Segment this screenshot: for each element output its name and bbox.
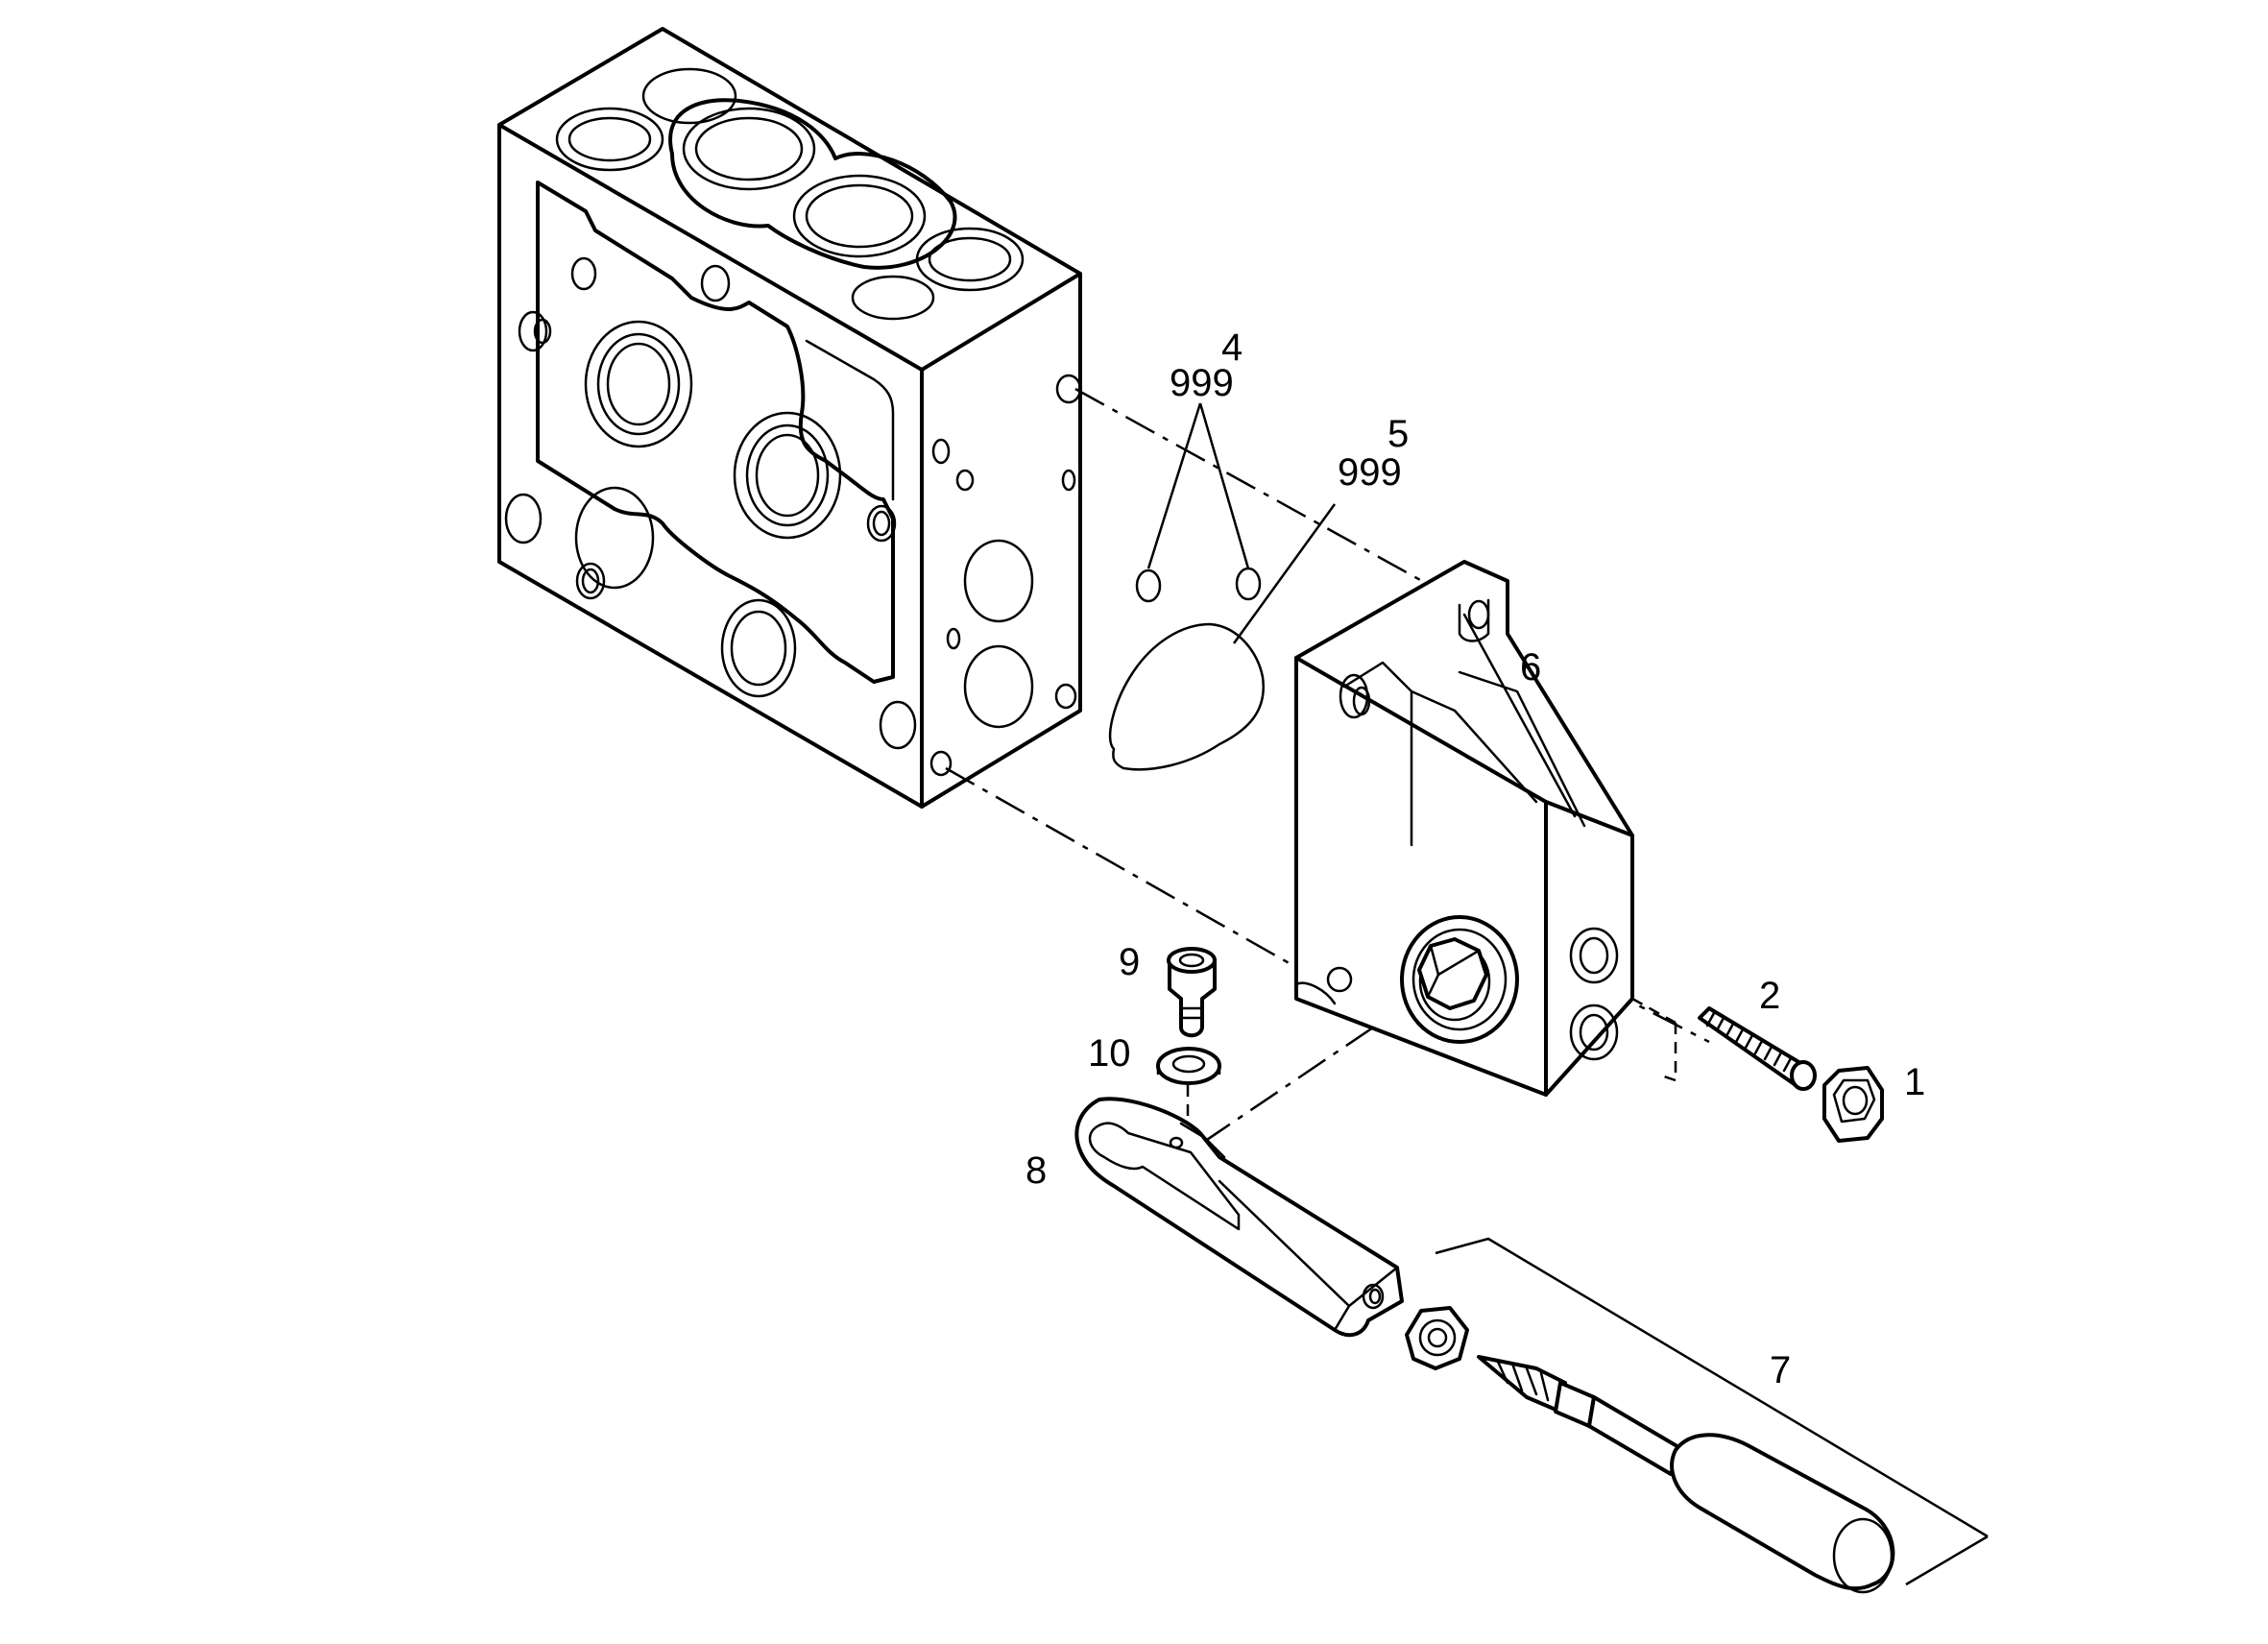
valve-block bbox=[497, 27, 1082, 809]
label-part-6: 6 bbox=[1520, 646, 1541, 689]
gasket bbox=[1108, 622, 1266, 771]
threaded-stud bbox=[1698, 1006, 1817, 1091]
washer bbox=[1156, 1047, 1221, 1085]
label-part-4-sub: 999 bbox=[1170, 362, 1234, 404]
label-part-9: 9 bbox=[1119, 941, 1140, 983]
label-part-4: 4 bbox=[1221, 326, 1243, 369]
label-part-5: 5 bbox=[1387, 413, 1409, 455]
lever-handle bbox=[1477, 1355, 1895, 1594]
label-part-1: 1 bbox=[1904, 1061, 1925, 1103]
cap-screw bbox=[1167, 947, 1217, 1038]
lever-arm bbox=[1074, 1097, 1404, 1338]
label-part-2: 2 bbox=[1759, 975, 1780, 1017]
label-part-8: 8 bbox=[1025, 1149, 1047, 1192]
label-part-5-sub: 999 bbox=[1338, 451, 1402, 494]
label-part-7: 7 bbox=[1770, 1349, 1791, 1391]
leader-lines bbox=[1146, 402, 1989, 1586]
part-labels: 4 999 5 999 6 9 10 8 2 1 7 bbox=[1025, 326, 1925, 1391]
hex-nut bbox=[1405, 1306, 1469, 1370]
o-rings bbox=[1135, 567, 1262, 603]
label-part-10: 10 bbox=[1088, 1032, 1131, 1075]
cap-nut bbox=[1822, 1066, 1884, 1143]
cover-housing bbox=[1294, 560, 1634, 1097]
